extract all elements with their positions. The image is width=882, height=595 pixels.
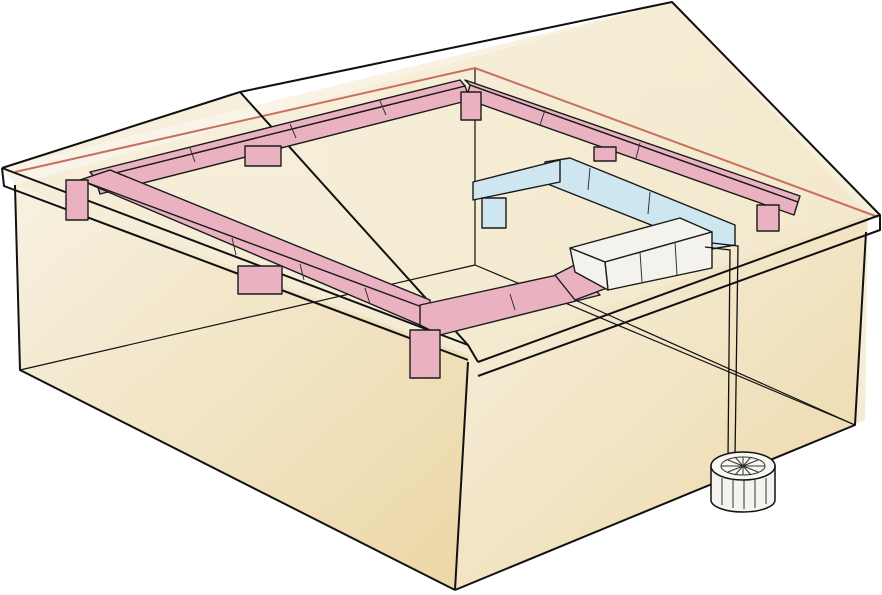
line-to-floor	[574, 299, 856, 426]
supply-drop-3	[460, 91, 482, 121]
supply-drop-1	[65, 179, 89, 221]
roof-eave-left	[1, 91, 241, 169]
supply-duct-loop	[65, 79, 801, 379]
wall-front-corner	[454, 361, 469, 591]
air-handler-side	[569, 247, 609, 291]
return-duct-short	[472, 159, 561, 201]
supply-duct-back-right-top	[464, 79, 801, 203]
wall-left-edge	[14, 185, 456, 591]
ridge-line	[14, 66, 879, 218]
supply-drop-7	[409, 329, 441, 379]
supply-drop-5	[756, 204, 780, 232]
supply-drop-4	[593, 146, 617, 162]
air-handler	[569, 217, 713, 291]
supply-drop-6	[237, 265, 283, 295]
right-wall	[455, 215, 868, 590]
outdoor-condenser	[710, 451, 776, 513]
floor-edge-left	[19, 264, 476, 371]
left-wall	[15, 185, 468, 590]
return-drop	[481, 197, 507, 229]
supply-drop-2	[244, 145, 282, 167]
supply-duct-front-left-top	[79, 169, 431, 311]
refrigerant-line	[574, 242, 856, 459]
roof-front-right	[477, 214, 881, 377]
fascia-left	[1, 167, 469, 361]
roof-front	[1, 167, 479, 363]
roof-ridge	[239, 1, 881, 216]
